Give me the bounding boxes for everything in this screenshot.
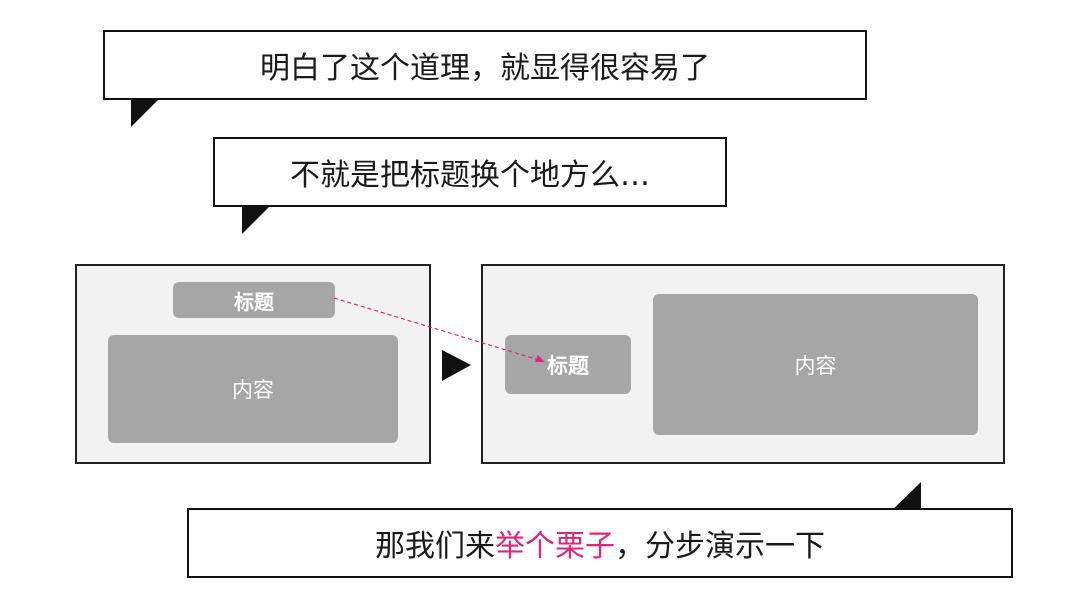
after-content-block: 内容 [653, 294, 978, 435]
title-move-dashed-line [333, 297, 540, 361]
speech-bubble-bottom: 那我们来举个栗子，分步演示一下 [187, 508, 1013, 578]
transition-arrow-icon [442, 350, 471, 381]
after-content-label: 内容 [794, 353, 837, 378]
before-content-block: 内容 [108, 335, 398, 443]
bubble-bottom-text-after: ，分步演示一下 [615, 529, 825, 564]
after-title-block: 标题 [505, 335, 631, 394]
bubble-middle-text: 不就是把标题换个地方么… [290, 158, 650, 193]
bubble-bottom-text-highlight: 举个栗子 [495, 529, 615, 564]
before-title-label: 标题 [234, 289, 274, 314]
bubble-bottom-text-before: 那我们来 [375, 529, 495, 564]
speech-bubble-top: 明白了这个道理，就显得很容易了 [103, 30, 867, 100]
bubble-top-text: 明白了这个道理，就显得很容易了 [260, 51, 710, 86]
before-content-label: 内容 [232, 378, 274, 402]
speech-bubble-middle: 不就是把标题换个地方么… [213, 137, 727, 207]
before-title-block: 标题 [173, 282, 335, 318]
title-move-arrowhead-icon [535, 355, 545, 362]
after-title-label: 标题 [547, 353, 589, 378]
